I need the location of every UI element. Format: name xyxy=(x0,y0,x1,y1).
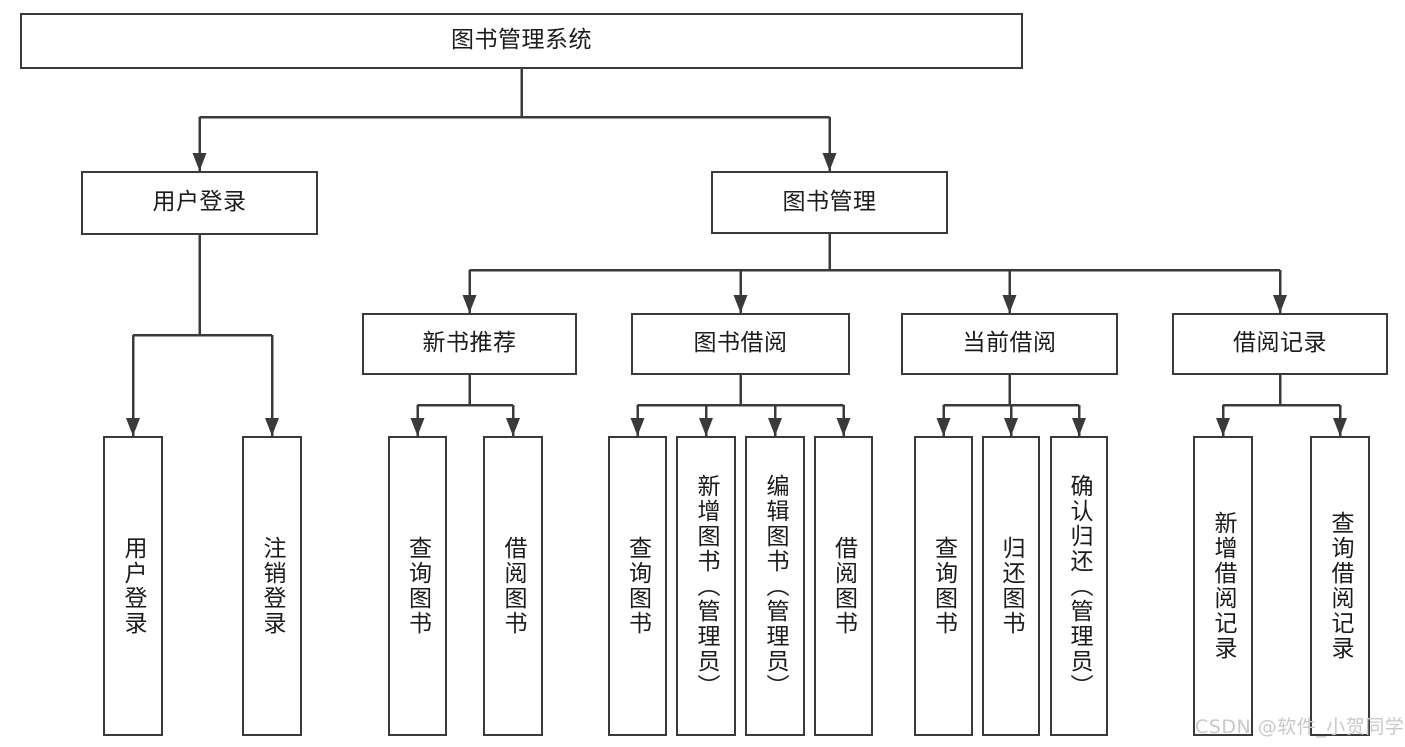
arrow-head-leaf-query-2 xyxy=(630,418,645,436)
node-new-book-rec[interactable]: 新书推荐 xyxy=(362,313,577,375)
arrow-head-leaf-borrow-2 xyxy=(836,418,851,436)
node-label-leaf-add-book: 新增图书（管理员） xyxy=(693,473,720,699)
node-label-book-manage: 图书管理 xyxy=(782,188,877,215)
node-borrow-record[interactable]: 借阅记录 xyxy=(1172,313,1388,375)
arrow-head-book-manage xyxy=(822,153,837,171)
arrow-head-borrow-record xyxy=(1273,295,1287,313)
arrow-head-leaf-add-book xyxy=(699,418,713,436)
node-leaf-add-book[interactable]: 新增图书（管理员） xyxy=(676,436,736,736)
arrow-head-book-borrow xyxy=(733,295,748,313)
node-label-leaf-logout: 注销登录 xyxy=(259,536,286,636)
node-leaf-query-3[interactable]: 查询图书 xyxy=(914,436,973,736)
node-leaf-add-record[interactable]: 新增借阅记录 xyxy=(1193,436,1253,736)
node-leaf-query-1[interactable]: 查询图书 xyxy=(388,436,447,736)
node-label-leaf-borrow-2: 借阅图书 xyxy=(830,536,857,636)
node-label-leaf-query-2: 查询图书 xyxy=(624,536,651,636)
node-label-leaf-query-1: 查询图书 xyxy=(404,536,431,636)
node-label-root: 图书管理系统 xyxy=(451,27,592,54)
arrow-head-leaf-query-1 xyxy=(410,418,425,436)
arrow-head-leaf-add-record xyxy=(1216,418,1230,436)
node-leaf-return[interactable]: 归还图书 xyxy=(982,436,1040,736)
node-label-leaf-borrow-1: 借阅图书 xyxy=(500,536,527,636)
node-label-leaf-add-record: 新增借阅记录 xyxy=(1210,511,1237,661)
node-current-borrow[interactable]: 当前借阅 xyxy=(901,313,1118,375)
node-leaf-logout[interactable]: 注销登录 xyxy=(242,436,302,736)
node-leaf-user-login[interactable]: 用户登录 xyxy=(103,436,163,736)
arrow-head-leaf-query-3 xyxy=(936,418,951,436)
arrow-head-leaf-edit-book xyxy=(768,418,782,436)
arrow-head-leaf-logout xyxy=(265,418,279,436)
arrow-head-user-login xyxy=(192,153,207,171)
node-label-leaf-confirm: 确认归还（管理员） xyxy=(1066,473,1093,699)
node-leaf-borrow-2[interactable]: 借阅图书 xyxy=(814,436,873,736)
node-leaf-confirm[interactable]: 确认归还（管理员） xyxy=(1050,436,1108,736)
node-user-login[interactable]: 用户登录 xyxy=(81,171,318,235)
csdn-watermark: CSDN @软件_小贺同学 xyxy=(1195,716,1405,738)
node-label-leaf-edit-book: 编辑图书（管理员） xyxy=(762,473,789,699)
node-label-new-book-rec: 新书推荐 xyxy=(422,330,517,357)
node-label-borrow-record: 借阅记录 xyxy=(1233,330,1327,357)
arrow-head-leaf-confirm xyxy=(1072,418,1086,436)
node-leaf-edit-book[interactable]: 编辑图书（管理员） xyxy=(745,436,805,736)
arrow-head-leaf-borrow-1 xyxy=(506,418,520,436)
node-label-leaf-query-3: 查询图书 xyxy=(930,536,957,636)
node-book-borrow[interactable]: 图书借阅 xyxy=(631,313,850,375)
arrow-head-leaf-return xyxy=(1004,418,1018,436)
arrow-head-leaf-query-rec xyxy=(1333,418,1347,436)
node-label-current-borrow: 当前借阅 xyxy=(962,330,1057,357)
arrow-head-leaf-user-login xyxy=(126,418,140,436)
node-leaf-borrow-1[interactable]: 借阅图书 xyxy=(483,436,543,736)
node-label-leaf-user-login: 用户登录 xyxy=(120,536,147,636)
node-label-leaf-query-rec: 查询借阅记录 xyxy=(1327,511,1354,661)
node-label-user-login: 用户登录 xyxy=(152,189,247,216)
node-label-leaf-return: 归还图书 xyxy=(998,536,1025,636)
node-root[interactable]: 图书管理系统 xyxy=(20,13,1023,69)
node-book-manage[interactable]: 图书管理 xyxy=(711,171,948,234)
arrow-head-new-book-rec xyxy=(462,295,477,313)
arrow-head-current-borrow xyxy=(1002,295,1017,313)
node-leaf-query-2[interactable]: 查询图书 xyxy=(608,436,667,736)
node-label-book-borrow: 图书借阅 xyxy=(693,330,788,357)
node-leaf-query-rec[interactable]: 查询借阅记录 xyxy=(1310,436,1370,736)
